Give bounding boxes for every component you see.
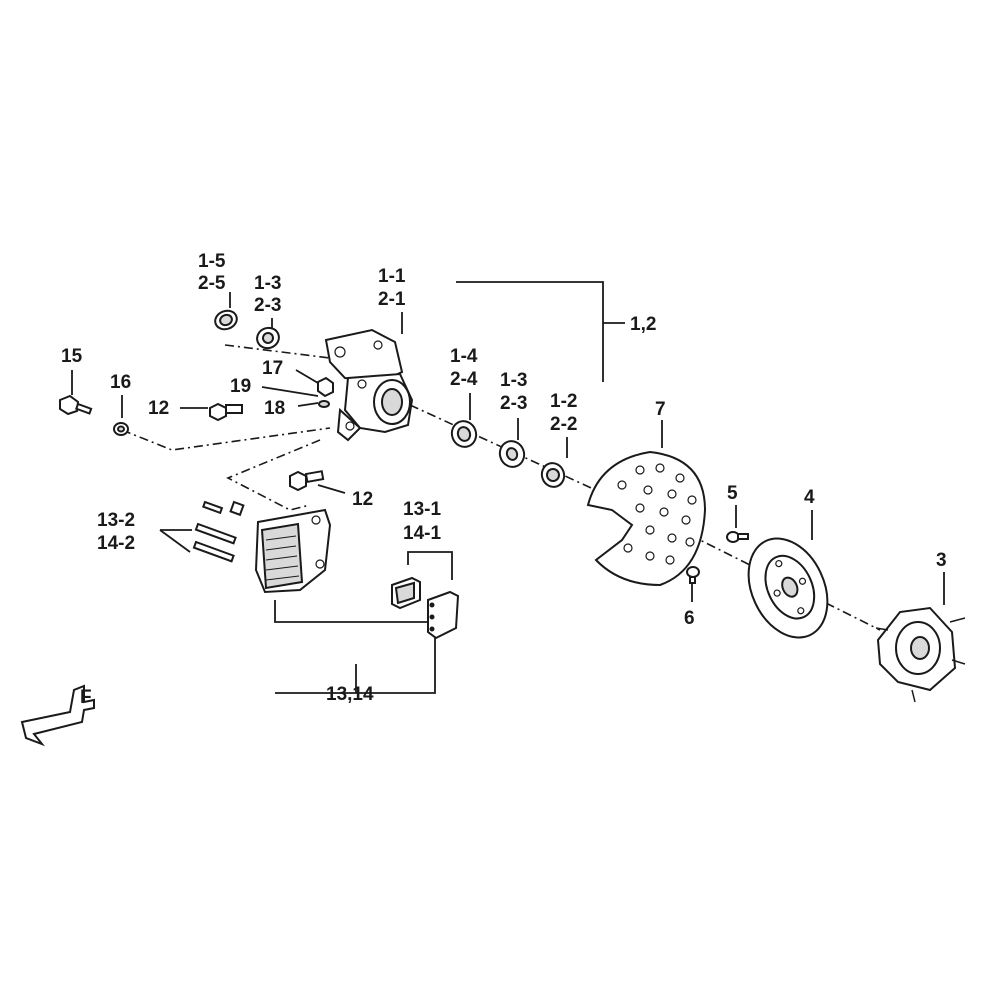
bolt-15 xyxy=(59,394,93,416)
bearing-1-3-top xyxy=(256,326,280,350)
brake-disc-4 xyxy=(747,537,829,639)
leader-13-2-b xyxy=(159,529,191,553)
oil-seal-1-2 xyxy=(540,462,566,488)
label-15: 15 xyxy=(61,346,83,367)
centerline-caliper xyxy=(226,439,321,511)
label-14-2: 14-2 xyxy=(97,533,135,554)
brake-caliper-13 xyxy=(254,508,332,594)
bolt-5 xyxy=(726,531,749,543)
label-5: 5 xyxy=(727,483,738,504)
bracket-13-14-a xyxy=(274,600,435,623)
label-2-2: 2-2 xyxy=(550,414,577,435)
label-1-5: 1-5 xyxy=(198,251,226,272)
leader-19 xyxy=(261,386,319,397)
leader-17 xyxy=(295,369,319,384)
castle-nut-17 xyxy=(317,376,334,398)
label-18: 18 xyxy=(264,398,285,419)
brake-pads-13-1 xyxy=(391,576,460,640)
label-7: 7 xyxy=(655,399,666,420)
centerline-axle xyxy=(409,404,601,493)
label-12-lower: 12 xyxy=(352,489,373,510)
oil-seal-1-5 xyxy=(214,309,238,331)
label-2-5: 2-5 xyxy=(198,273,226,294)
bolt-12-upper xyxy=(209,402,243,422)
label-16: 16 xyxy=(110,372,131,393)
wheel-hub-3 xyxy=(875,606,966,703)
disc-guard-7 xyxy=(586,450,707,587)
slide-pins-13-2 xyxy=(192,500,245,563)
label-1-4: 1-4 xyxy=(450,346,478,367)
label-1-2-group: 1,2 xyxy=(630,314,656,335)
label-3: 3 xyxy=(936,550,947,571)
bolt-6 xyxy=(686,566,700,584)
label-1-3-top: 1-3 xyxy=(254,273,281,294)
label-19: 19 xyxy=(230,376,251,397)
label-14-1: 14-1 xyxy=(403,523,441,544)
label-4: 4 xyxy=(804,487,815,508)
leader-12b xyxy=(317,484,346,494)
label-2-1: 2-1 xyxy=(378,289,406,310)
bolt-12-lower xyxy=(289,470,325,492)
label-13-1: 13-1 xyxy=(403,499,441,520)
nut-16 xyxy=(113,422,129,436)
bracket-13-14-b xyxy=(275,630,436,694)
label-2-3-top: 2-3 xyxy=(254,295,281,316)
centerline-hub xyxy=(689,534,881,631)
washer-18 xyxy=(318,400,330,408)
bracket-1-2 xyxy=(456,281,604,382)
bracket-13-1 xyxy=(407,551,453,580)
label-2-3-axle: 2-3 xyxy=(500,393,527,414)
knuckle-1-1 xyxy=(324,328,414,442)
front-direction-arrow-icon: F xyxy=(20,684,95,747)
label-1-1: 1-1 xyxy=(378,266,406,287)
centerline-seals xyxy=(224,344,331,359)
label-12-upper: 12 xyxy=(148,398,169,419)
label-13-2: 13-2 xyxy=(97,510,135,531)
label-17: 17 xyxy=(262,358,283,379)
leader-18 xyxy=(297,402,319,407)
centerline-bolt-15 xyxy=(121,427,331,451)
label-2-4: 2-4 xyxy=(450,369,478,390)
collar-1-4 xyxy=(450,420,478,448)
bearing-1-3-axle xyxy=(498,440,526,468)
label-1-3-axle: 1-3 xyxy=(500,370,527,391)
label-13-14: 13,14 xyxy=(326,684,374,705)
front-indicator-letter: F xyxy=(80,687,92,708)
label-6: 6 xyxy=(684,608,695,629)
label-1-2: 1-2 xyxy=(550,391,577,412)
